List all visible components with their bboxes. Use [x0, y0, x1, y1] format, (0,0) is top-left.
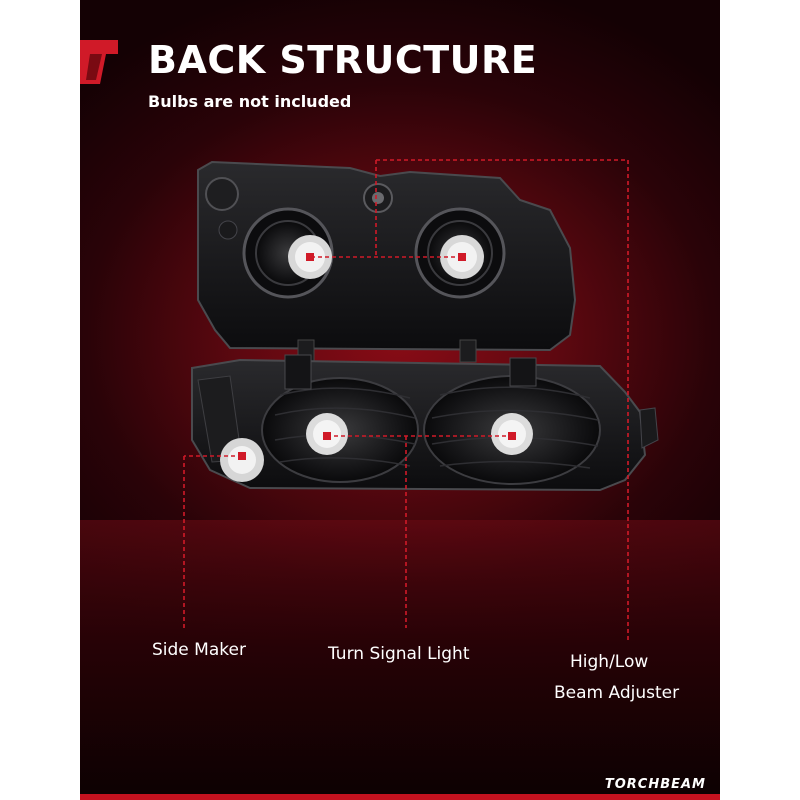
callout-lines: [183, 159, 629, 640]
headlight-assembly-image: [183, 159, 659, 640]
page-subtitle: Bulbs are not included: [148, 92, 352, 111]
callout-dots: [238, 253, 516, 460]
turn-signal-label: Turn Signal Light: [328, 644, 470, 664]
brand-logo-icon: [80, 40, 118, 84]
upper-housing: [197, 160, 577, 363]
side-marker-label: Side Maker: [152, 640, 246, 660]
beam-adjuster-label-line1: High/Low: [570, 652, 649, 672]
page-title: BACK STRUCTURE: [148, 38, 538, 82]
floor-reflection: [80, 520, 720, 800]
brand-wordmark: TORCHBEAM: [604, 777, 706, 792]
accent-bar: [80, 794, 720, 800]
lower-housing: [191, 354, 659, 492]
product-panel: BACK STRUCTURE Bulbs are not included: [80, 0, 720, 800]
beam-adjuster-label-line2: Beam Adjuster: [554, 683, 680, 703]
